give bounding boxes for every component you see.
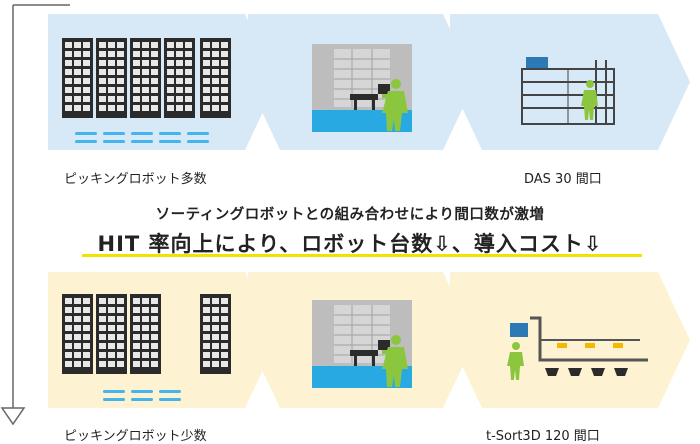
bottom-station — [311, 299, 413, 389]
top-right-label: DAS 30 間口 — [524, 172, 602, 187]
das-rack-icon — [521, 57, 615, 125]
bottom-left-label: ピッキングロボット少数 — [64, 429, 207, 444]
tsort-conveyor-icon — [507, 316, 648, 380]
middle-caption: ソーティングロボットとの組み合わせにより間口数が激増 — [155, 207, 545, 223]
middle-headline: HIT 率向上により、ロボット台数⇩、導入コスト⇩ — [97, 232, 603, 256]
top-left-label: ピッキングロボット多数 — [64, 172, 207, 187]
headline-underline — [82, 254, 642, 257]
bottom-row — [48, 272, 690, 408]
bottom-shelves — [61, 293, 232, 375]
top-station — [311, 43, 413, 133]
top-row — [48, 14, 690, 150]
bottom-robots — [103, 390, 181, 401]
top-shelves — [61, 37, 232, 119]
flow-arrow — [0, 4, 70, 426]
bottom-right-label: t-Sort3D 120 間口 — [486, 429, 600, 444]
